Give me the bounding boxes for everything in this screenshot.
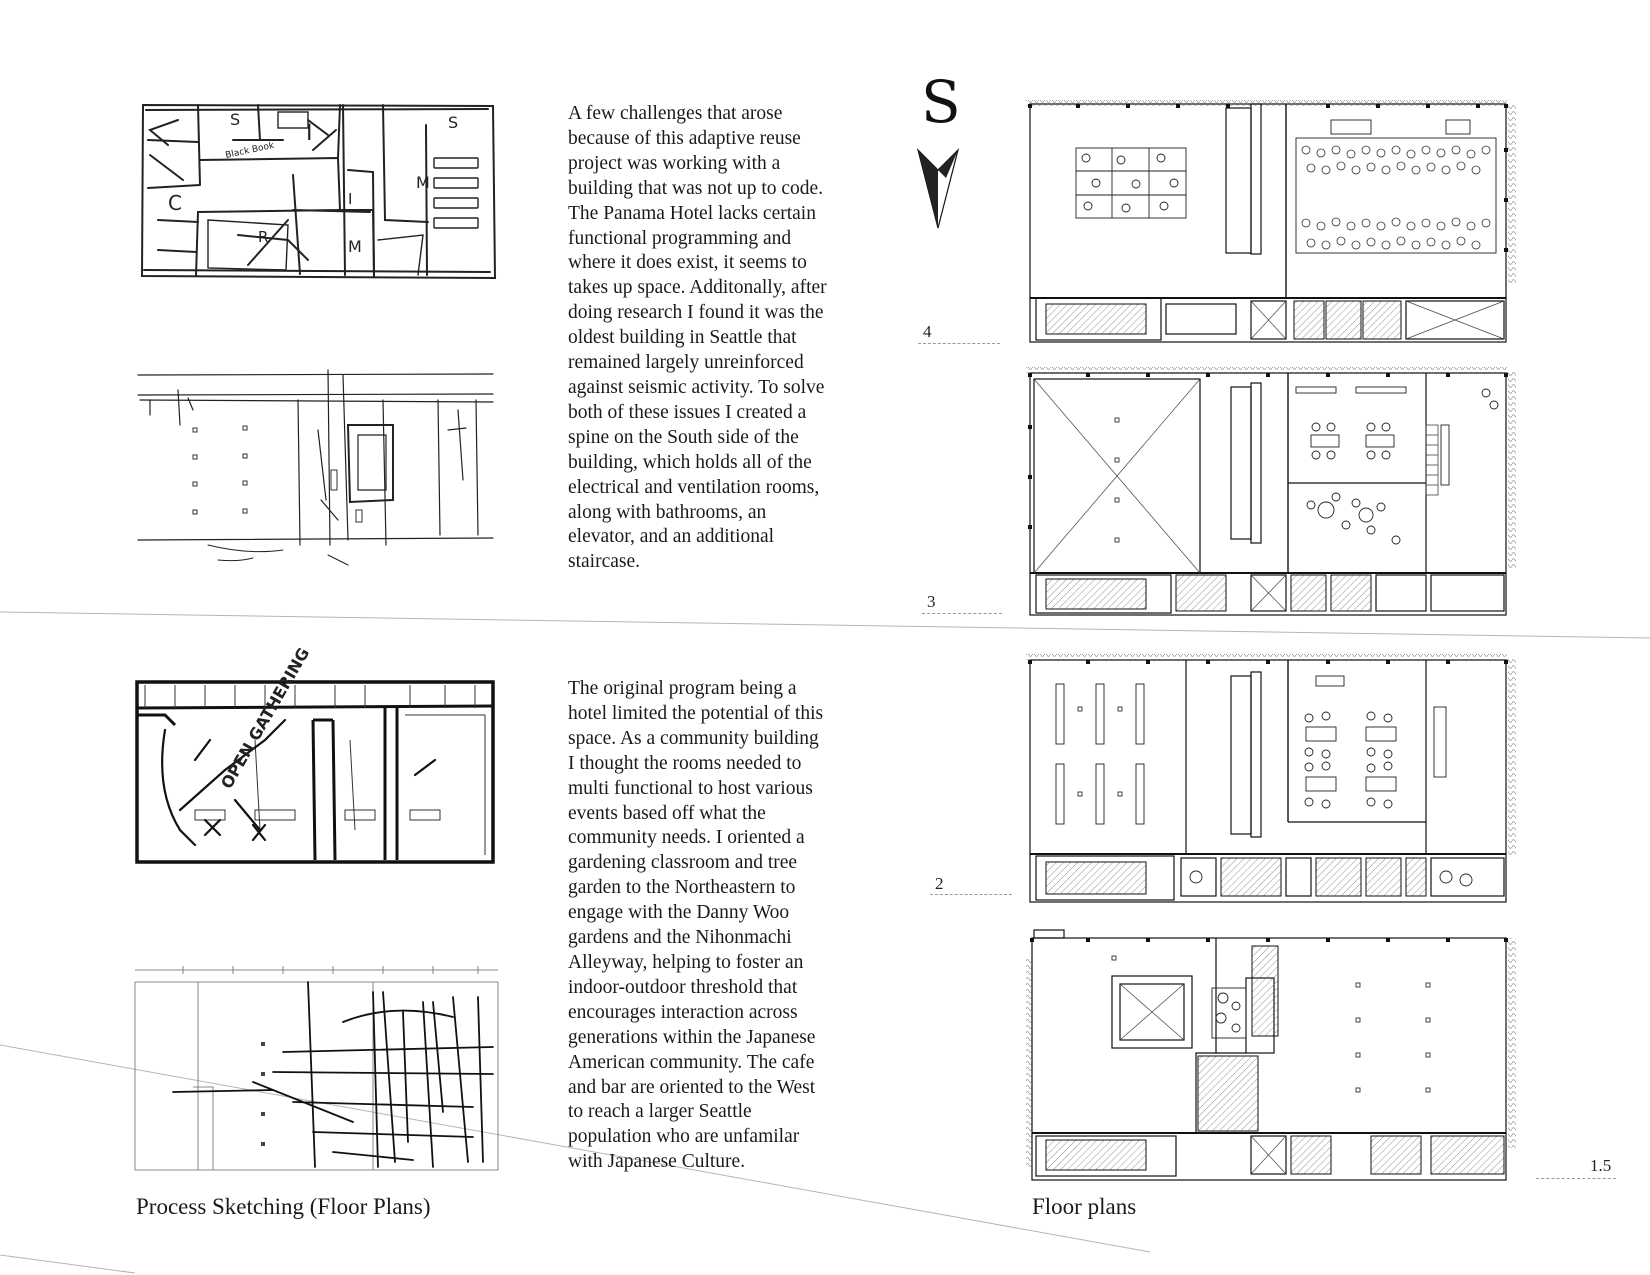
floor-plan-level-1-5 [1026, 929, 1516, 1181]
sketch1-label-s1: S [230, 110, 240, 129]
level-label-3: 3 [927, 592, 936, 611]
sketch1-label-i: I [306, 121, 313, 146]
caption-process-sketching: Process Sketching (Floor Plans) [136, 1194, 431, 1219]
sketch1-note: Black Book [225, 141, 276, 161]
process-sketch-1: I S S M M C R I Black Book [140, 103, 497, 280]
sketch1-label-m2: M [348, 237, 362, 256]
north-arrow-icon [916, 148, 960, 229]
level-label-4: 4 [923, 322, 932, 341]
sketch1-label-c: C [168, 191, 182, 215]
compass-letter: S [921, 68, 961, 136]
floor-plan-level-4 [1026, 100, 1516, 343]
level-line-4 [918, 343, 1000, 344]
level-label-2: 2 [935, 874, 944, 893]
floor-plan-level-2 [1026, 654, 1516, 903]
process-sketch-3: OPEN GATHERING [135, 644, 495, 864]
sketch1-label-m1: M [416, 173, 430, 192]
sketch1-label-i2: I [348, 190, 352, 208]
process-sketch-4 [134, 966, 499, 1171]
level-label-1-5: 1.5 [1590, 1156, 1612, 1175]
sketch1-label-s2: S [448, 113, 458, 132]
process-sketch-2 [137, 369, 494, 566]
level-line-3 [922, 613, 1002, 614]
level-line-2 [930, 894, 1012, 895]
floor-plan-level-3 [1026, 367, 1516, 616]
sketch1-label-r: R [258, 228, 268, 246]
paragraph-challenges: A few challenges that arose because of t… [568, 103, 827, 573]
caption-floor-plans: Floor plans [1032, 1194, 1137, 1219]
level-line-1-5 [1536, 1178, 1616, 1179]
paragraph-program: The original program being a hotel limit… [568, 678, 824, 1173]
